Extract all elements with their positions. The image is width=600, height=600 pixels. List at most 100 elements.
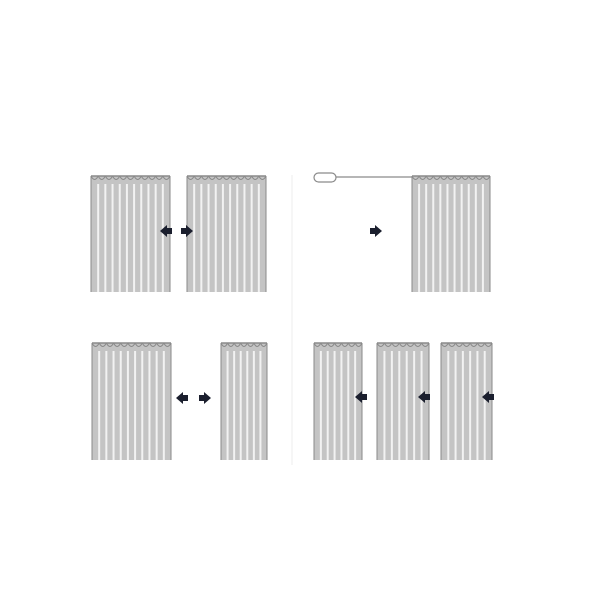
curtain-header-fold	[447, 175, 455, 180]
curtain-header-fold	[327, 342, 336, 347]
curtain-header-fold	[251, 175, 260, 180]
curtain-header-fold	[193, 175, 202, 180]
curtain-header-fold	[186, 175, 195, 180]
curtain-header-fold	[140, 175, 149, 180]
arrow-left-icon	[176, 392, 188, 404]
curtain-header-fold	[383, 342, 393, 347]
curtain-header-fold	[411, 175, 420, 180]
curtain-header-fold	[97, 175, 106, 180]
curtain-header-fold	[476, 342, 486, 347]
curtain-header-fold	[246, 342, 255, 347]
curtain-header-fold	[200, 175, 209, 180]
curtain-header-fold	[90, 175, 99, 180]
curtain-header-fold	[398, 342, 408, 347]
curtain-header-fold	[244, 175, 253, 180]
curtain-header-fold	[163, 342, 172, 347]
curtain-header-fold	[475, 175, 484, 180]
curtain-body	[314, 343, 362, 460]
curtain-left	[90, 175, 171, 292]
curtain-header-fold	[112, 175, 121, 180]
curtain-body	[441, 343, 492, 460]
curtain-header-fold	[220, 342, 229, 347]
curtain-header-fold	[91, 342, 100, 347]
curtain-header-fold	[98, 342, 107, 347]
curtain-header-fold	[462, 342, 471, 347]
curtain-header-fold	[432, 175, 441, 180]
curtain-panel-2	[376, 342, 430, 460]
arrow-left-icon	[355, 391, 367, 403]
curtain-header-fold	[406, 342, 415, 347]
curtain-header-fold	[149, 342, 158, 347]
curtain-header-fold	[391, 342, 400, 347]
curtain-right	[186, 175, 267, 292]
curtain-header-fold	[208, 175, 217, 180]
curtain-panel-1	[313, 342, 363, 460]
curtain-header-fold	[447, 342, 457, 347]
curtain-header-fold	[354, 342, 363, 347]
curtain-header-fold	[258, 175, 267, 180]
curtain-header-fold	[418, 175, 427, 180]
panel-one-way-draw	[313, 172, 491, 292]
curtain-header-fold	[119, 175, 128, 180]
curtain-header-fold	[421, 342, 430, 347]
curtain-header-fold	[461, 175, 470, 180]
curtain-header-fold	[469, 342, 478, 347]
panel-center-split	[90, 175, 267, 292]
curtain-header-fold	[440, 342, 449, 347]
curtain-header-fold	[340, 342, 349, 347]
curtain-header-fold	[105, 342, 114, 347]
curtain-header-fold	[454, 175, 463, 180]
arrow-left-icon	[418, 391, 430, 403]
arrow-right-icon	[181, 225, 193, 237]
curtain-rod-ring	[313, 172, 337, 183]
panel-wide-center-split	[91, 342, 268, 460]
curtain-header-fold	[227, 342, 235, 347]
curtain-header-fold	[425, 175, 434, 180]
curtain-header-fold	[162, 175, 171, 180]
curtain-header-fold	[240, 342, 248, 347]
panel-multi-panel	[313, 342, 494, 460]
curtain-header-fold	[155, 175, 164, 180]
curtain-header-fold	[313, 342, 322, 347]
curtain-header-fold	[376, 342, 385, 347]
curtain-header-fold	[133, 175, 142, 180]
arrow-right-icon	[199, 392, 211, 404]
curtain-header-fold	[259, 342, 268, 347]
curtain-header-fold	[236, 175, 245, 180]
curtain-body	[221, 343, 267, 460]
curtain-header-fold	[104, 175, 113, 180]
curtain-body	[91, 176, 170, 292]
curtain-header-fold	[156, 342, 165, 347]
curtain-header-fold	[233, 342, 242, 347]
curtain-rod-icon	[313, 172, 412, 183]
curtain-body	[377, 343, 429, 460]
curtain-left	[91, 342, 172, 460]
curtain-header-fold	[468, 175, 477, 180]
curtain-header-fold	[113, 342, 122, 347]
curtain-header-fold	[455, 342, 464, 347]
curtain-body	[92, 343, 171, 460]
curtain-header-fold	[439, 175, 448, 180]
curtain-body	[187, 176, 266, 292]
curtain-header-fold	[148, 175, 157, 180]
curtain-header-fold	[413, 342, 423, 347]
curtain-header-fold	[320, 342, 329, 347]
curtain-header-fold	[126, 175, 135, 180]
curtain-header-fold	[347, 342, 356, 347]
arrow-left-icon	[160, 225, 172, 237]
curtain-header-fold	[482, 175, 491, 180]
curtain-header-fold	[215, 175, 224, 180]
curtain-header-fold	[229, 175, 238, 180]
curtain-header-fold	[484, 342, 493, 347]
curtain-body	[412, 176, 490, 292]
arrow-right-icon	[370, 225, 382, 237]
curtain-header-fold	[334, 342, 342, 347]
curtain-header-fold	[253, 342, 261, 347]
curtain-stacked	[411, 175, 491, 292]
curtain-right	[220, 342, 268, 460]
curtain-panel-3	[440, 342, 493, 460]
curtain-header-fold	[120, 342, 129, 347]
arrow-left-icon	[482, 391, 494, 403]
